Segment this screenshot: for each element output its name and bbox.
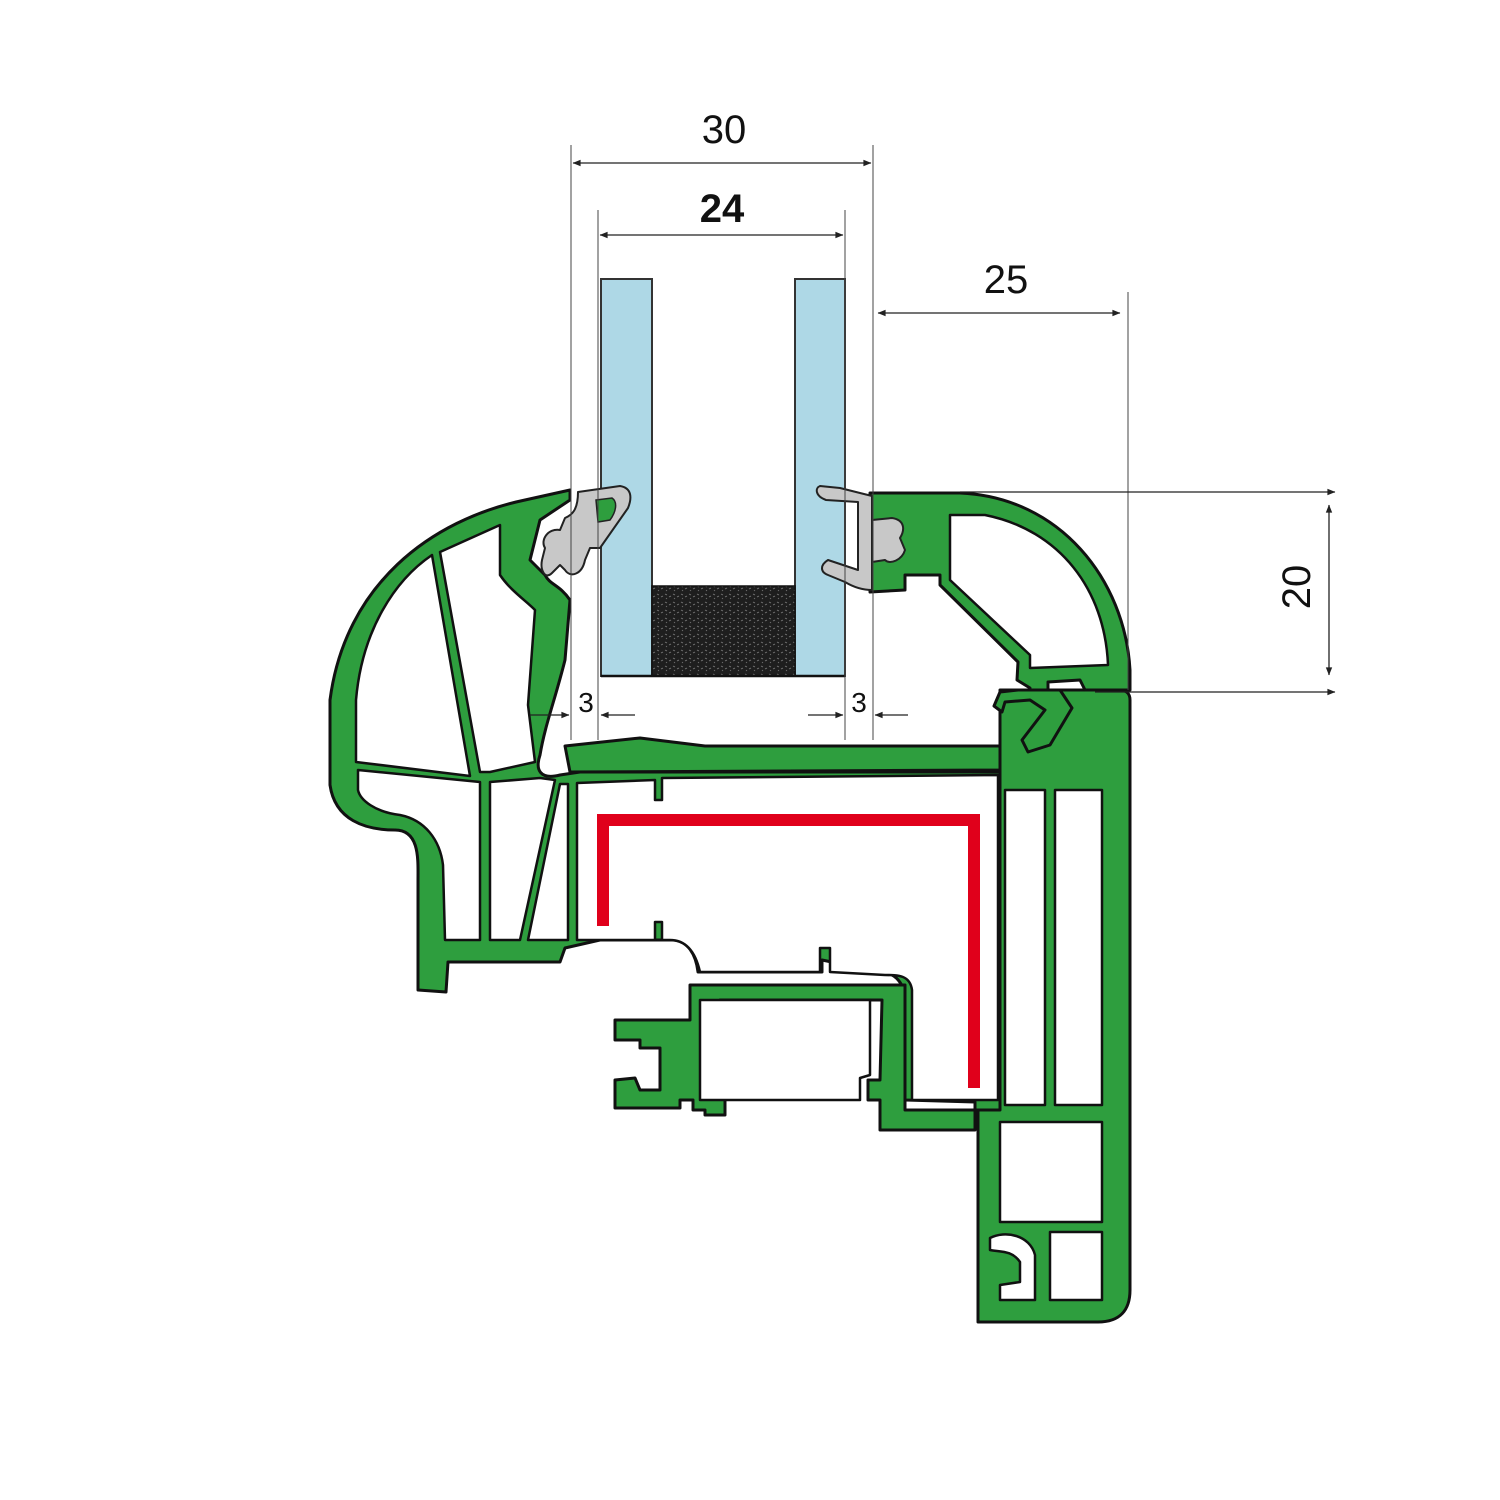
dimension-bead-width: 25 <box>877 258 1129 690</box>
sash-chamber-round <box>354 553 472 778</box>
frame-chamber-e <box>988 1233 1037 1302</box>
dim-label-3-right: 3 <box>851 687 867 718</box>
sash-chamber-lower-mid <box>488 776 557 942</box>
frame-chamber-d <box>1048 1230 1104 1302</box>
dimension-gap-right: 3 <box>808 687 908 719</box>
dimension-total-width: 30 <box>570 108 874 740</box>
sash-chamber-center <box>575 773 1000 1102</box>
glass-spacer-foam <box>651 585 796 677</box>
sash-chamber-diag <box>438 523 537 774</box>
glass-unit <box>600 278 846 678</box>
dimension-gap-left: 3 <box>530 687 635 719</box>
frame-chamber-b <box>1053 788 1104 1107</box>
frame-profile <box>613 688 1132 1324</box>
dimension-glass-width: 24 <box>597 187 846 740</box>
dimension-rebate-height: 20 <box>960 488 1336 696</box>
dim-label-30: 30 <box>702 108 747 152</box>
glass-pane-left <box>600 278 653 677</box>
dim-label-20: 20 <box>1275 565 1319 610</box>
frame-chamber-lower <box>698 998 872 1102</box>
glazing-bead <box>868 491 1132 754</box>
glazing-bead-chamber <box>948 513 1110 670</box>
steel-reinforcement <box>597 814 980 1088</box>
dim-label-3-left: 3 <box>578 687 594 718</box>
sash-chamber-lower-left <box>356 768 482 942</box>
dim-label-24: 24 <box>700 187 745 231</box>
sash-chamber-lower-mid2 <box>526 782 570 942</box>
frame-chamber-c <box>998 1120 1104 1224</box>
sash-profile <box>328 488 1004 1114</box>
glass-pane-right <box>794 278 846 677</box>
gasket-right-key <box>871 517 906 563</box>
frame-chamber-a <box>1003 788 1047 1107</box>
gasket-left-core <box>595 497 617 523</box>
dim-label-25: 25 <box>984 258 1029 302</box>
gasket-right <box>815 485 873 591</box>
glazing-bead-clip <box>992 688 1074 754</box>
sash-glazing-rebate <box>563 736 1002 774</box>
